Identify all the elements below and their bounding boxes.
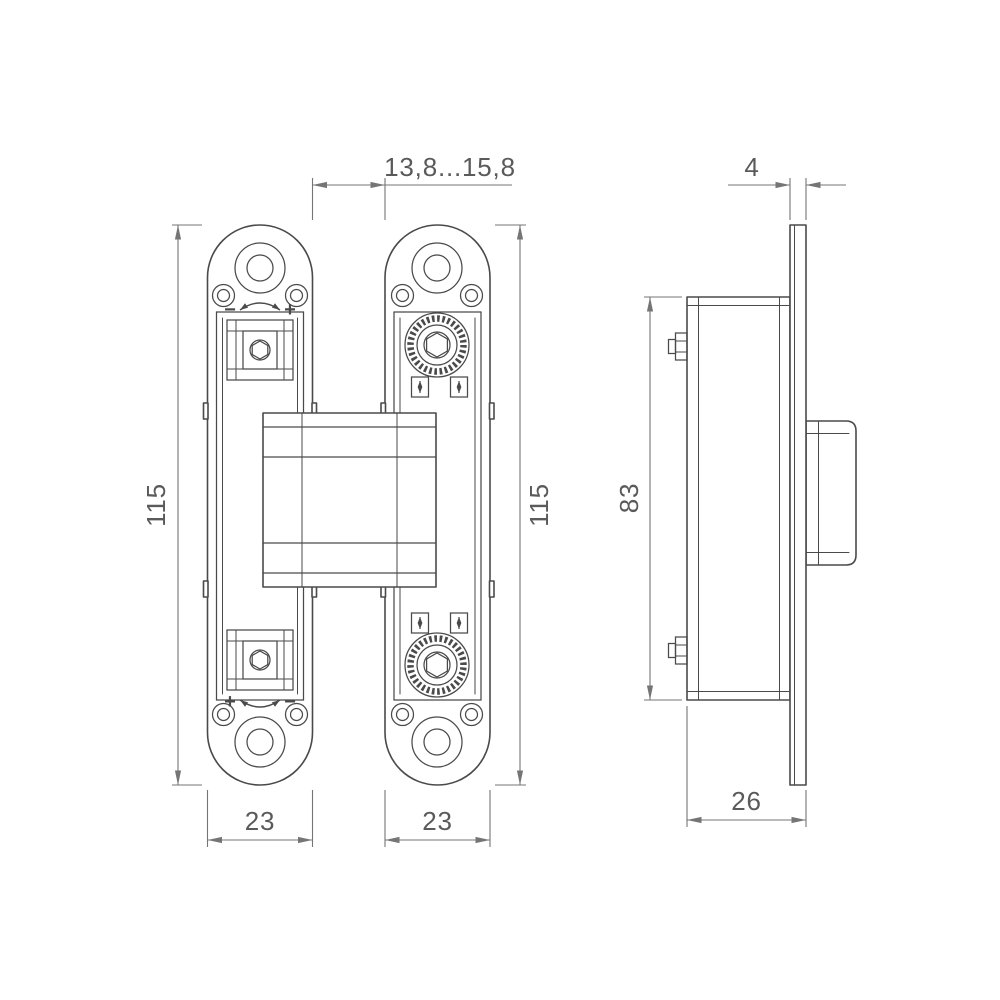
side-adjustment-screw-top	[667, 332, 688, 361]
vertical-adjust-indicator-top	[412, 377, 468, 397]
adjust-minus-label-bottom: −	[284, 691, 296, 713]
adjust-plus-label-top: +	[284, 299, 296, 321]
dimension-label-width-left: 23	[245, 806, 276, 836]
knuckle-outline	[262, 412, 437, 588]
dim-thickness: 4	[728, 152, 846, 220]
front-view-left-plate: − + + −	[202, 224, 318, 786]
dim-height-left: 115	[141, 224, 202, 786]
dim-gap: 13,8...15,8	[311, 152, 516, 220]
dim-body-height: 83	[614, 296, 682, 701]
dimension-label-body-height: 83	[614, 483, 644, 514]
dimensions: 13,8...15,8 4 115 115	[141, 152, 846, 847]
dimension-label-thickness: 4	[744, 152, 759, 182]
screw-hole-icon	[234, 716, 286, 768]
dimension-label-gap: 13,8...15,8	[384, 152, 516, 182]
screw-hole-icon	[234, 242, 286, 294]
front-view: − + + −	[202, 224, 495, 786]
adjustment-mechanism-bottom	[226, 629, 294, 691]
rotation-adjust-arrow-icon	[239, 302, 281, 311]
plate-edge-notch	[202, 580, 209, 598]
side-faceplate	[789, 224, 807, 786]
dim-height-right: 115	[495, 224, 554, 786]
screw-hole-icon	[411, 242, 463, 294]
side-view	[667, 224, 857, 786]
adjust-minus-label-top: −	[224, 299, 236, 321]
dim-width-left: 23	[206, 790, 314, 847]
knurled-adjustment-screw-top	[405, 313, 469, 377]
knurled-adjustment-screw-bottom	[405, 633, 469, 697]
dimension-label-width-right: 23	[422, 806, 453, 836]
dimension-label-height-right: 115	[524, 483, 554, 527]
side-adjustment-screw-bottom	[667, 636, 688, 665]
plate-edge-notch	[488, 402, 495, 420]
rotation-adjust-arrow-icon	[239, 699, 281, 708]
adjustment-mechanism-top	[226, 319, 294, 381]
dim-width-right: 23	[384, 790, 491, 847]
plate-edge-notch	[488, 580, 495, 598]
side-body	[686, 296, 791, 701]
dimension-label-height-left: 115	[141, 483, 171, 527]
pilot-hole-icon	[390, 702, 415, 727]
side-knuckle	[805, 420, 857, 566]
pilot-hole-icon	[459, 283, 484, 308]
pilot-hole-icon	[459, 702, 484, 727]
dim-depth: 26	[686, 706, 807, 827]
hinge-knuckle-block	[262, 412, 437, 588]
adjust-plus-label-bottom: +	[224, 691, 236, 713]
dimension-label-depth: 26	[731, 786, 762, 816]
vertical-adjust-indicator-bottom	[412, 613, 468, 633]
plate-edge-notch	[202, 402, 209, 420]
screw-hole-icon	[411, 716, 463, 768]
pilot-hole-icon	[390, 283, 415, 308]
